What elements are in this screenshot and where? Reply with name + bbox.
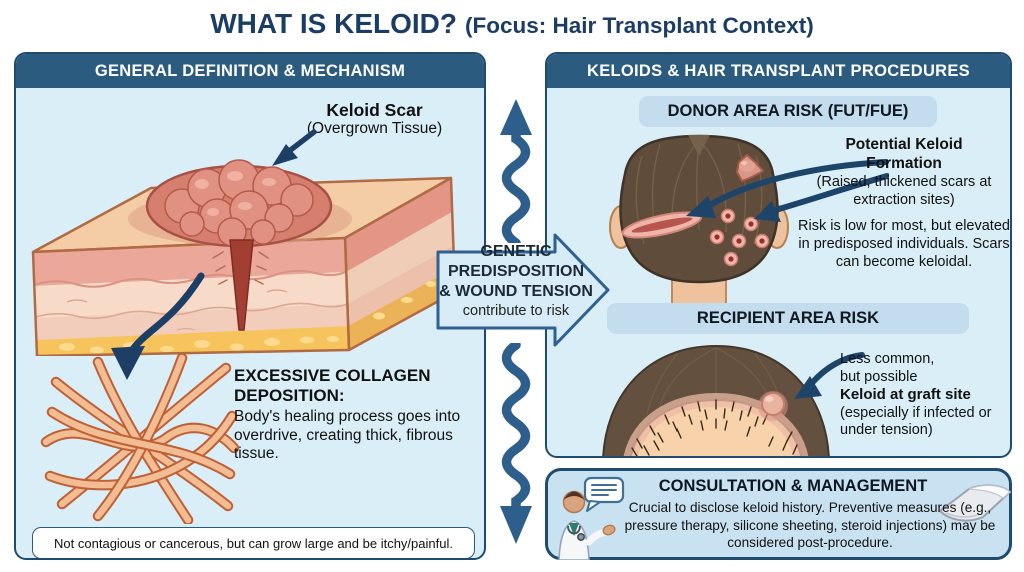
consultation-body: Crucial to disclose keloid history. Prev… [624,500,996,551]
recipient-callout-arrow-icon [794,352,865,399]
consultation-box: CONSULTATION & MANAGEMENT Crucial to dis… [545,468,1012,560]
wavy-arrow-down-icon [500,343,532,544]
collagen-heading: EXCESSIVE COLLAGEN DEPOSITION: [234,366,431,405]
recipient-text-block: Less common, but possible Keloid at graf… [840,351,1010,440]
recipient-line2: but possible [840,368,918,385]
donor-callout-subtitle: (Raised, thickened scars at extraction s… [816,173,992,208]
doctor-icon [558,476,625,560]
wavy-arrow-up-icon [500,99,532,243]
consultation-heading: CONSULTATION & MANAGEMENT [658,477,928,495]
donor-callout-title: Potential Keloid Formation [845,136,963,172]
center-arrow-shape [436,233,610,347]
title-main: WHAT IS KELOID? [210,8,457,39]
general-definition-panel: GENERAL DEFINITION & MECHANISM Keloid Sc… [14,52,486,560]
keloid-scar-callout: Keloid Scar (Overgrown Tissue) [277,100,472,138]
right-panel-header: KELOIDS & HAIR TRANSPLANT PROCEDURES [547,54,1010,88]
recipient-highlight: Keloid at graft site [840,386,971,404]
donor-text-block: Potential Keloid Formation (Raised, thic… [792,136,1010,271]
hair-transplant-panel: KELOIDS & HAIR TRANSPLANT PROCEDURES DON… [545,52,1012,458]
title-context: (Focus: Hair Transplant Context) [465,13,814,38]
donor-callout-arrows-icon [686,159,889,222]
collagen-text-block: EXCESSIVE COLLAGEN DEPOSITION: Body's he… [234,366,484,464]
center-arrow-line4: contribute to risk [462,303,570,319]
collagen-fibers-illustration [40,354,240,524]
center-arrow-line2: PREDISPOSITION [447,263,585,280]
skin-cross-section-illustration [31,159,457,356]
keloid-scar-callout-subtitle: (Overgrown Tissue) [306,120,443,138]
center-arrow-line1: GENETIC [480,243,552,260]
fissure-to-collagen-arrow-icon [111,272,205,380]
left-panel-header: GENERAL DEFINITION & MECHANISM [16,54,484,88]
keloid-scar-callout-title: Keloid Scar [326,100,423,120]
silicone-sheet-icon [939,484,1011,522]
recipient-hairline-illustration [602,344,830,456]
recipient-area-badge: RECIPIENT AREA RISK [607,303,969,334]
collagen-body: Body's healing process goes into overdri… [234,408,461,463]
keloid-footnote: Not contagious or cancerous, but can gro… [32,527,475,558]
donor-risk-body: Risk is low for most, but elevated in pr… [798,218,1010,270]
donor-area-badge: DONOR AREA RISK (FUT/FUE) [639,96,937,127]
center-arrow-line3: & WOUND TENSION [439,283,593,300]
center-arrow-text: GENETIC PREDISPOSITION & WOUND TENSION c… [428,242,604,320]
page-title: WHAT IS KELOID? (Focus: Hair Transplant C… [0,8,1024,40]
recipient-subtitle: (especially if infected or under tension… [840,404,992,439]
recipient-line1: Less common, [840,351,935,367]
keloid-callout-arrow-icon [272,129,317,166]
